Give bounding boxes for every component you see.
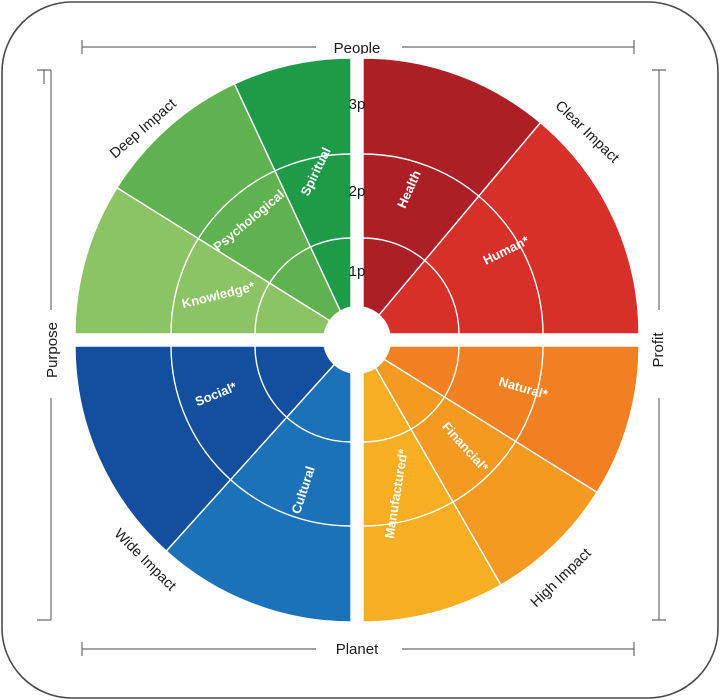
ring-arc-red-2 xyxy=(362,153,544,335)
segment-psychological xyxy=(115,82,353,336)
segment-manufactured xyxy=(362,343,502,623)
ring-label-1p: 1p xyxy=(349,263,366,280)
ring-arc-orange-1 xyxy=(362,345,460,443)
ring-arc-blue-2 xyxy=(170,345,352,527)
edge-label-purpose: Purpose xyxy=(44,322,61,378)
ring-arc-red-1 xyxy=(362,237,460,335)
ring-label-3p: 3p xyxy=(349,96,366,113)
ring-arc-green-1 xyxy=(254,237,352,335)
ring-arc-orange-2 xyxy=(362,345,544,527)
segment-cultural xyxy=(165,344,352,623)
segment-social xyxy=(74,345,353,553)
segment-knowledge xyxy=(74,186,354,335)
segment-financial xyxy=(362,345,599,586)
wheel: SpiritualPsychologicalKnowledge*HealthHu… xyxy=(71,54,643,626)
edge-label-planet: Planet xyxy=(336,641,379,658)
segment-natural xyxy=(360,345,640,494)
edge-label-profit: Profit xyxy=(650,332,667,368)
segment-health xyxy=(361,121,640,335)
segment-human xyxy=(362,57,542,336)
ring-arc-green-2 xyxy=(170,153,352,335)
segment-spiritual xyxy=(233,57,352,335)
ring-arc-blue-1 xyxy=(254,345,352,443)
center-hub xyxy=(323,306,391,374)
ring-label-2p: 2p xyxy=(349,183,366,200)
edge-label-people: People xyxy=(334,40,381,57)
guide-lines xyxy=(37,40,666,656)
